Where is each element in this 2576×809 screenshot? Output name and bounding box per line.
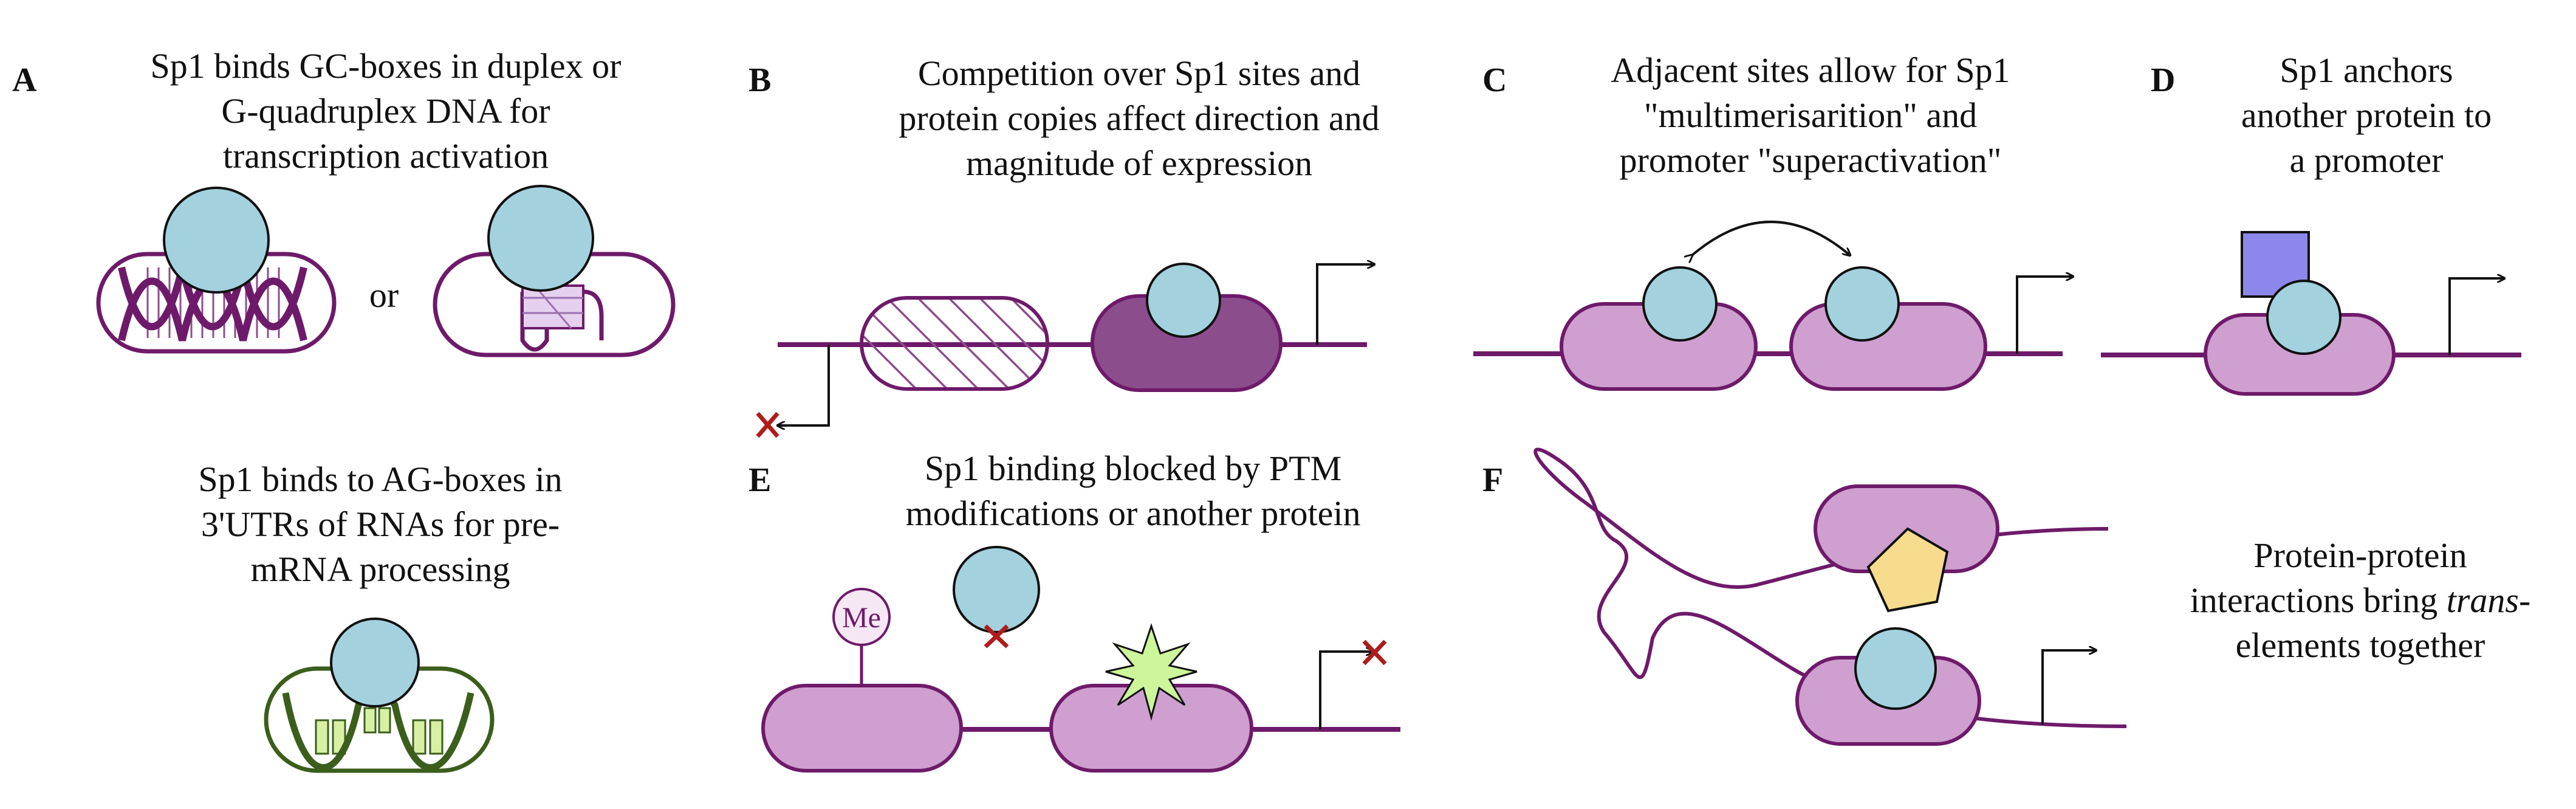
panel-c-caption-1: Adjacent sites allow for Sp1 [1611,50,2010,90]
panel-b: B Competition over Sp1 sites and protein… [748,53,1380,438]
x-mark-icon [984,624,1009,649]
g-quadruplex-dna [433,185,676,357]
x-mark-icon [1362,639,1387,666]
panel-b-caption-1: Competition over Sp1 sites and [918,53,1360,93]
panel-f-caption-2-pre: interactions bring [2190,580,2447,620]
panel-d-caption-1: Sp1 anchors [2280,50,2453,90]
panel-c: C Adjacent sites allow for Sp1 "multimer… [1473,50,2073,391]
panel-letter-d: D [2151,61,2175,99]
sp1-protein [487,185,594,292]
interaction-arrow [1692,221,1850,255]
panel-d-caption-2: another protein to [2241,95,2492,135]
sp1-protein [2266,280,2341,355]
panel-d-caption-3: a promoter [2290,140,2444,180]
panel-b-caption-3: magnitude of expression [966,143,1312,183]
x-mark-icon [756,411,779,438]
panel-a-caption-top-1: Sp1 binds GC-boxes in duplex or [151,46,622,86]
panel-letter-a: A [12,61,37,99]
sp1-protein [1146,263,1221,338]
transcription-start-arrow [2016,277,2073,354]
reverse-transcription-arrow [778,345,830,425]
panel-a-caption-bottom-3: mRNA processing [251,549,510,589]
methyl-label: Me [842,602,881,634]
blocking-protein [1105,623,1197,721]
sp1-protein [953,546,1040,633]
transcription-start-arrow [2448,278,2504,355]
transcription-start-arrow [2041,650,2096,725]
panel-c-caption-3: promoter "superactivation" [1620,140,2002,180]
panel-f-caption-3: elements together [2236,625,2485,665]
panel-f-caption-1: Protein-protein [2253,535,2467,575]
sp1-protein [163,187,270,294]
panel-a: A Sp1 binds GC-boxes in duplex or G-quad… [12,46,676,773]
duplex-dna-gc-box [96,187,337,354]
sp1-protein [1824,266,1900,342]
methylated-site [761,684,963,773]
panel-a-caption-top-3: transcription activation [223,136,549,176]
panel-letter-c: C [1482,61,1507,99]
panel-f: F Protein-protein interactions bring tra… [1482,447,2531,746]
transcription-start-arrow [1319,652,1373,729]
panel-a-caption-bottom-1: Sp1 binds to AG-boxes in [198,460,562,499]
hatched-site [860,296,1049,391]
panel-letter-f: F [1482,461,1503,499]
sp1-protein [330,618,420,707]
panel-c-caption-2: "multimerisarition" and [1644,95,1977,135]
panel-letter-b: B [748,61,771,99]
panel-letter-e: E [748,461,771,499]
bridging-protein [1866,527,1949,613]
panel-d: D Sp1 anchors another protein to a promo… [2101,50,2521,396]
panel-f-caption-2: interactions bring trans- [2190,580,2531,620]
panel-f-caption-2-italic: trans [2447,580,2519,620]
panel-a-caption-top-2: G-quadruplex DNA for [221,91,550,131]
rna-ag-box [264,618,495,773]
sp1-protein [1642,266,1718,342]
looping-dna [1533,447,2127,728]
sp1-protein [1854,627,1937,710]
panel-a-caption-bottom-2: 3'UTRs of RNAs for pre- [201,504,560,544]
or-label: or [369,275,399,315]
panel-e: E Sp1 binding blocked by PTM modificatio… [748,449,1400,773]
panel-e-caption-2: modifications or another protein [906,494,1361,533]
panel-e-caption-1: Sp1 binding blocked by PTM [925,449,1341,488]
transcription-start-arrow [1316,264,1374,345]
panel-b-caption-2: protein copies affect direction and [899,98,1379,138]
panel-f-caption-2-post: - [2519,580,2530,620]
methyl-group [832,588,891,646]
